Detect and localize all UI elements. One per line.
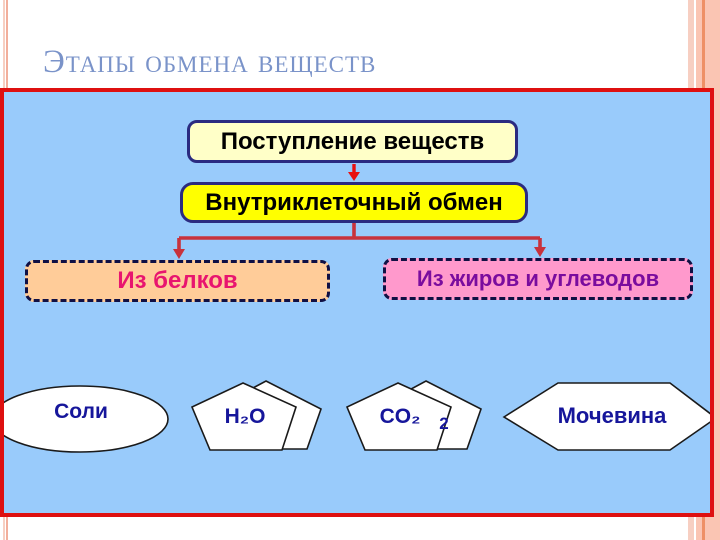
from-fats-carbs-box: Из жиров и углеводов [383, 258, 693, 300]
urea-hexagon [502, 382, 710, 451]
co2-back-fragment-label: 2 [439, 414, 449, 433]
co2-pentagon [345, 382, 452, 451]
salts-label: Соли [54, 400, 108, 423]
intake-box: Поступление веществ [187, 120, 518, 163]
branch-arrow-right-head-icon [534, 247, 546, 257]
slide-title: Этапы обмена веществ [43, 44, 377, 80]
water-label: H₂O [224, 405, 266, 428]
urea-label: Мочевина [557, 403, 667, 428]
salts-ellipse [4, 385, 169, 453]
arrow-down-head-icon [348, 172, 360, 181]
co2-label: CO₂ [379, 405, 421, 428]
intake-label: Поступление веществ [220, 127, 485, 155]
branch-connector [177, 223, 542, 250]
from-proteins-label: Из белков [117, 267, 238, 294]
flow-connectors [173, 164, 546, 259]
branch-arrow-left-head-icon [173, 249, 185, 259]
intracellular-box: Внутриклеточный обмен [180, 182, 528, 223]
diagram-panel: Поступление веществ Внутриклеточный обме… [0, 88, 714, 517]
from-proteins-box: Из белков [25, 260, 330, 302]
water-pentagon [190, 382, 297, 451]
from-fats-carbs-label: Из жиров и углеводов [416, 266, 660, 291]
intracellular-label: Внутриклеточный обмен [205, 188, 503, 216]
product-shapes [4, 380, 710, 453]
